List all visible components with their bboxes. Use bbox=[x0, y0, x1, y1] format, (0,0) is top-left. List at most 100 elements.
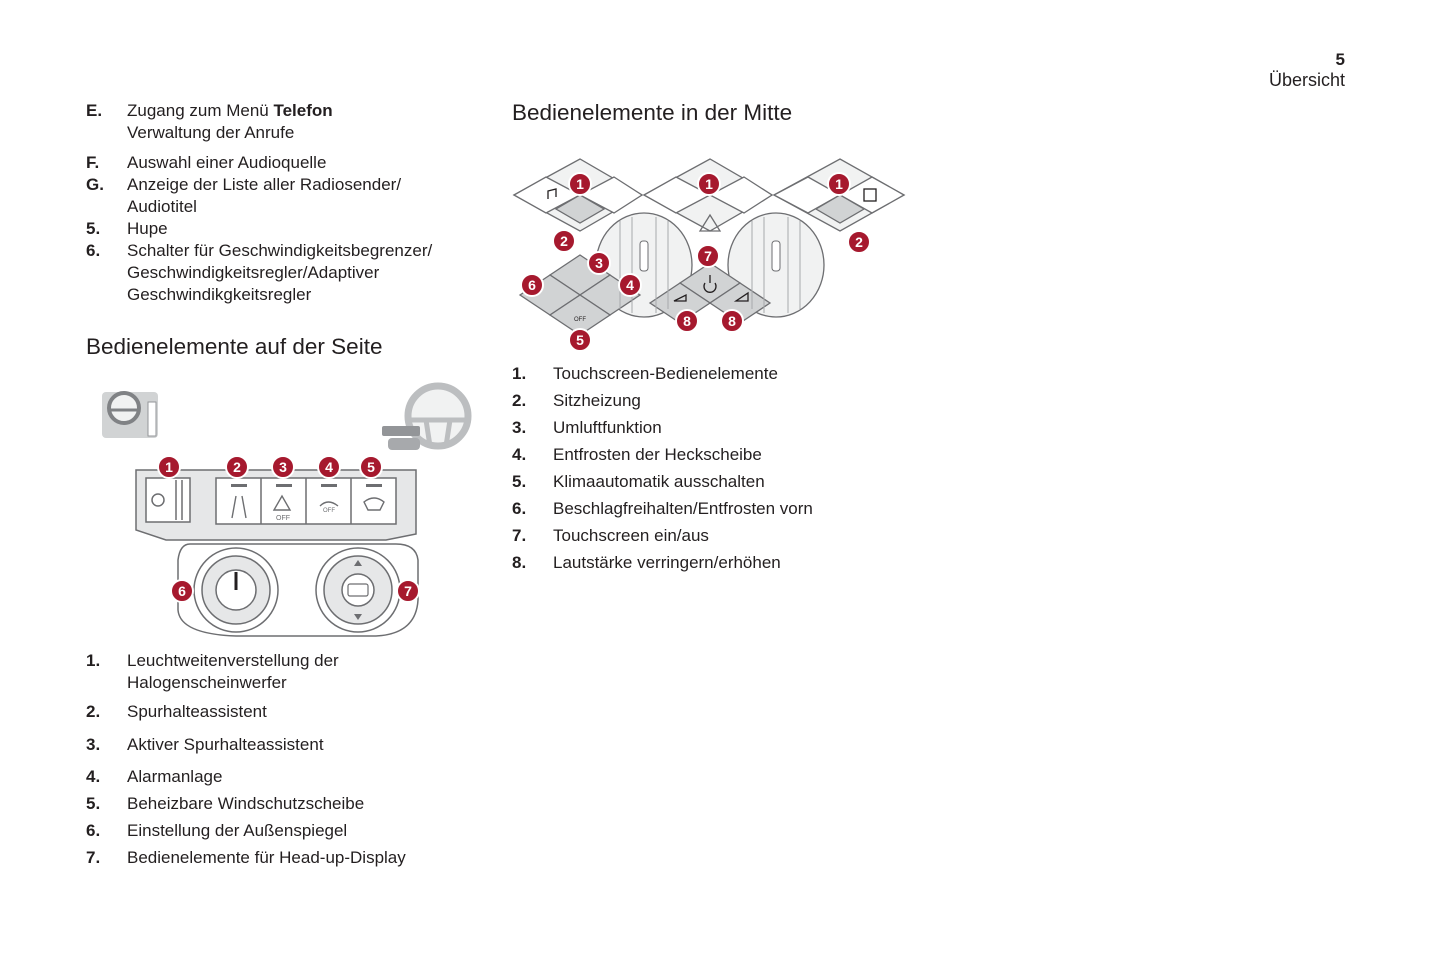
off-label: OFF bbox=[276, 515, 290, 522]
page-number: 5 bbox=[1335, 50, 1345, 69]
callout-badge bbox=[520, 273, 544, 297]
callout-badge bbox=[225, 455, 249, 479]
windscreen-heat-icon bbox=[363, 497, 385, 511]
callout-number: 7 bbox=[404, 583, 412, 599]
list-text: Beschlagfreihalten/Entfrosten vorn bbox=[553, 499, 813, 518]
list-item: 6. Einstellung der Außenspiegel bbox=[86, 820, 476, 842]
list-item: 8. Lautstärke verringern/erhöhen bbox=[512, 552, 892, 574]
list-text: Bedienelemente für Head-up-Display bbox=[127, 848, 406, 867]
list-text: Schalter für Geschwindigkeitsbegrenzer/ … bbox=[127, 241, 433, 304]
callout-number: 7 bbox=[704, 248, 712, 264]
callout-number: 3 bbox=[279, 459, 287, 475]
side-controls-list: 1. Leuchtweitenverstellung der Halogensc… bbox=[86, 650, 476, 869]
list-item: 3. Umluftfunktion bbox=[512, 417, 892, 439]
list-item: 1. Touchscreen-Bedienelemente bbox=[512, 363, 892, 385]
callout-badge bbox=[587, 251, 611, 275]
callout-badge bbox=[568, 328, 592, 352]
callout-badge bbox=[697, 172, 721, 196]
list-item: 4. Entfrosten der Heckscheibe bbox=[512, 444, 892, 466]
list-text: Anzeige der Liste aller Radiosender/ Aud… bbox=[127, 175, 402, 216]
callout-badge bbox=[552, 229, 576, 253]
callout-badge bbox=[568, 172, 592, 196]
list-item: 3. Aktiver Spurhalteassistent bbox=[86, 734, 476, 756]
callout-badge bbox=[396, 579, 420, 603]
callout-number: 5 bbox=[367, 459, 375, 475]
list-key: E. bbox=[86, 101, 103, 120]
callout-number: 4 bbox=[325, 459, 333, 475]
list-text: Touchscreen-Bedienelemente bbox=[553, 364, 778, 383]
callout-number: 2 bbox=[560, 233, 568, 249]
list-text: Alarmanlage bbox=[127, 767, 223, 786]
center-controls-heading: Bedienelemente in der Mitte bbox=[512, 100, 793, 125]
callout-badge bbox=[827, 172, 851, 196]
callout-badge bbox=[157, 455, 181, 479]
list-item: G. Anzeige der Liste aller Radiosender/ … bbox=[86, 174, 466, 218]
callout-number: 6 bbox=[178, 583, 186, 599]
center-controls-list: 1. Touchscreen-Bedienelemente 2. Sitzhei… bbox=[512, 363, 892, 574]
list-item: 1. Leuchtweitenverstellung der Halogensc… bbox=[86, 650, 476, 694]
list-text: Auswahl einer Audioquelle bbox=[127, 153, 327, 172]
list-key: 3. bbox=[86, 735, 101, 754]
list-item: 4. Alarmanlage bbox=[86, 766, 476, 788]
callout-number: 1 bbox=[165, 459, 173, 475]
list-text: Entfrosten der Heckscheibe bbox=[553, 445, 762, 464]
list-key: 1. bbox=[512, 364, 527, 383]
callout-badge bbox=[696, 244, 720, 268]
list-item: 2. Sitzheizung bbox=[512, 390, 892, 412]
steering-wheel-locator-icon bbox=[382, 382, 472, 450]
list-key: F. bbox=[86, 153, 100, 172]
list-key: 6. bbox=[86, 241, 101, 260]
list-key: G. bbox=[86, 175, 104, 194]
page-header: 5 Übersicht bbox=[1269, 50, 1345, 90]
list-text: Umluftfunktion bbox=[553, 418, 662, 437]
list-text: Zugang zum Menü bbox=[127, 101, 274, 120]
callout-number: 1 bbox=[576, 176, 584, 192]
list-item: 5. Hupe bbox=[86, 218, 466, 240]
section-title: Übersicht bbox=[1268, 70, 1345, 90]
list-key: 4. bbox=[86, 767, 101, 786]
callout-number: 8 bbox=[683, 313, 691, 329]
list-item: 7. Bedienelemente für Head-up-Display bbox=[86, 847, 476, 869]
list-text: Touchscreen ein/aus bbox=[553, 526, 709, 545]
list-key: 4. bbox=[512, 445, 527, 464]
callout-badge bbox=[847, 230, 871, 254]
callout-badge bbox=[170, 579, 194, 603]
active-lane-assist-icon bbox=[272, 494, 292, 511]
off-label: OFF bbox=[323, 508, 335, 514]
steering-wheel-locator-icon bbox=[102, 391, 158, 438]
off-label: OFF bbox=[574, 317, 586, 323]
callout-badge bbox=[271, 455, 295, 479]
list-key: 7. bbox=[512, 526, 527, 545]
side-controls-diagram: OFF OFF 1 2 3 4 5 6 7 bbox=[102, 382, 472, 637]
list-key: 5. bbox=[86, 219, 101, 238]
apps-icon bbox=[863, 188, 877, 202]
left-top-list: E. Zugang zum Menü Telefon Verwaltung de… bbox=[86, 100, 466, 306]
list-key: 2. bbox=[86, 702, 101, 721]
callout-number: 2 bbox=[233, 459, 241, 475]
callout-number: 1 bbox=[705, 176, 713, 192]
callout-badge bbox=[720, 309, 744, 333]
list-key: 5. bbox=[512, 472, 527, 491]
callout-number: 3 bbox=[595, 255, 603, 271]
list-item: 2. Spurhalteassistent bbox=[86, 701, 476, 723]
list-text: Verwaltung der Anrufe bbox=[127, 123, 295, 142]
callout-badge bbox=[317, 455, 341, 479]
callout-badge bbox=[618, 273, 642, 297]
list-text: Lautstärke verringern/erhöhen bbox=[553, 553, 781, 572]
list-key: 8. bbox=[512, 553, 527, 572]
list-key: 3. bbox=[512, 418, 527, 437]
list-item: 5. Klimaautomatik ausschalten bbox=[512, 471, 892, 493]
callout-number: 8 bbox=[728, 313, 736, 329]
callout-number: 2 bbox=[855, 234, 863, 250]
menu-name: Telefon bbox=[273, 101, 333, 120]
lane-assist-icon bbox=[231, 495, 247, 519]
callout-badge bbox=[675, 309, 699, 333]
list-item: E. Zugang zum Menü Telefon Verwaltung de… bbox=[86, 100, 466, 144]
list-key: 7. bbox=[86, 848, 101, 867]
list-text: Aktiver Spurhalteassistent bbox=[127, 735, 324, 754]
list-text: Spurhalteassistent bbox=[127, 702, 267, 721]
list-key: 1. bbox=[86, 651, 101, 670]
list-text: Sitzheizung bbox=[553, 391, 641, 410]
volume-down-icon bbox=[673, 293, 687, 302]
volume-up-icon bbox=[733, 291, 749, 302]
